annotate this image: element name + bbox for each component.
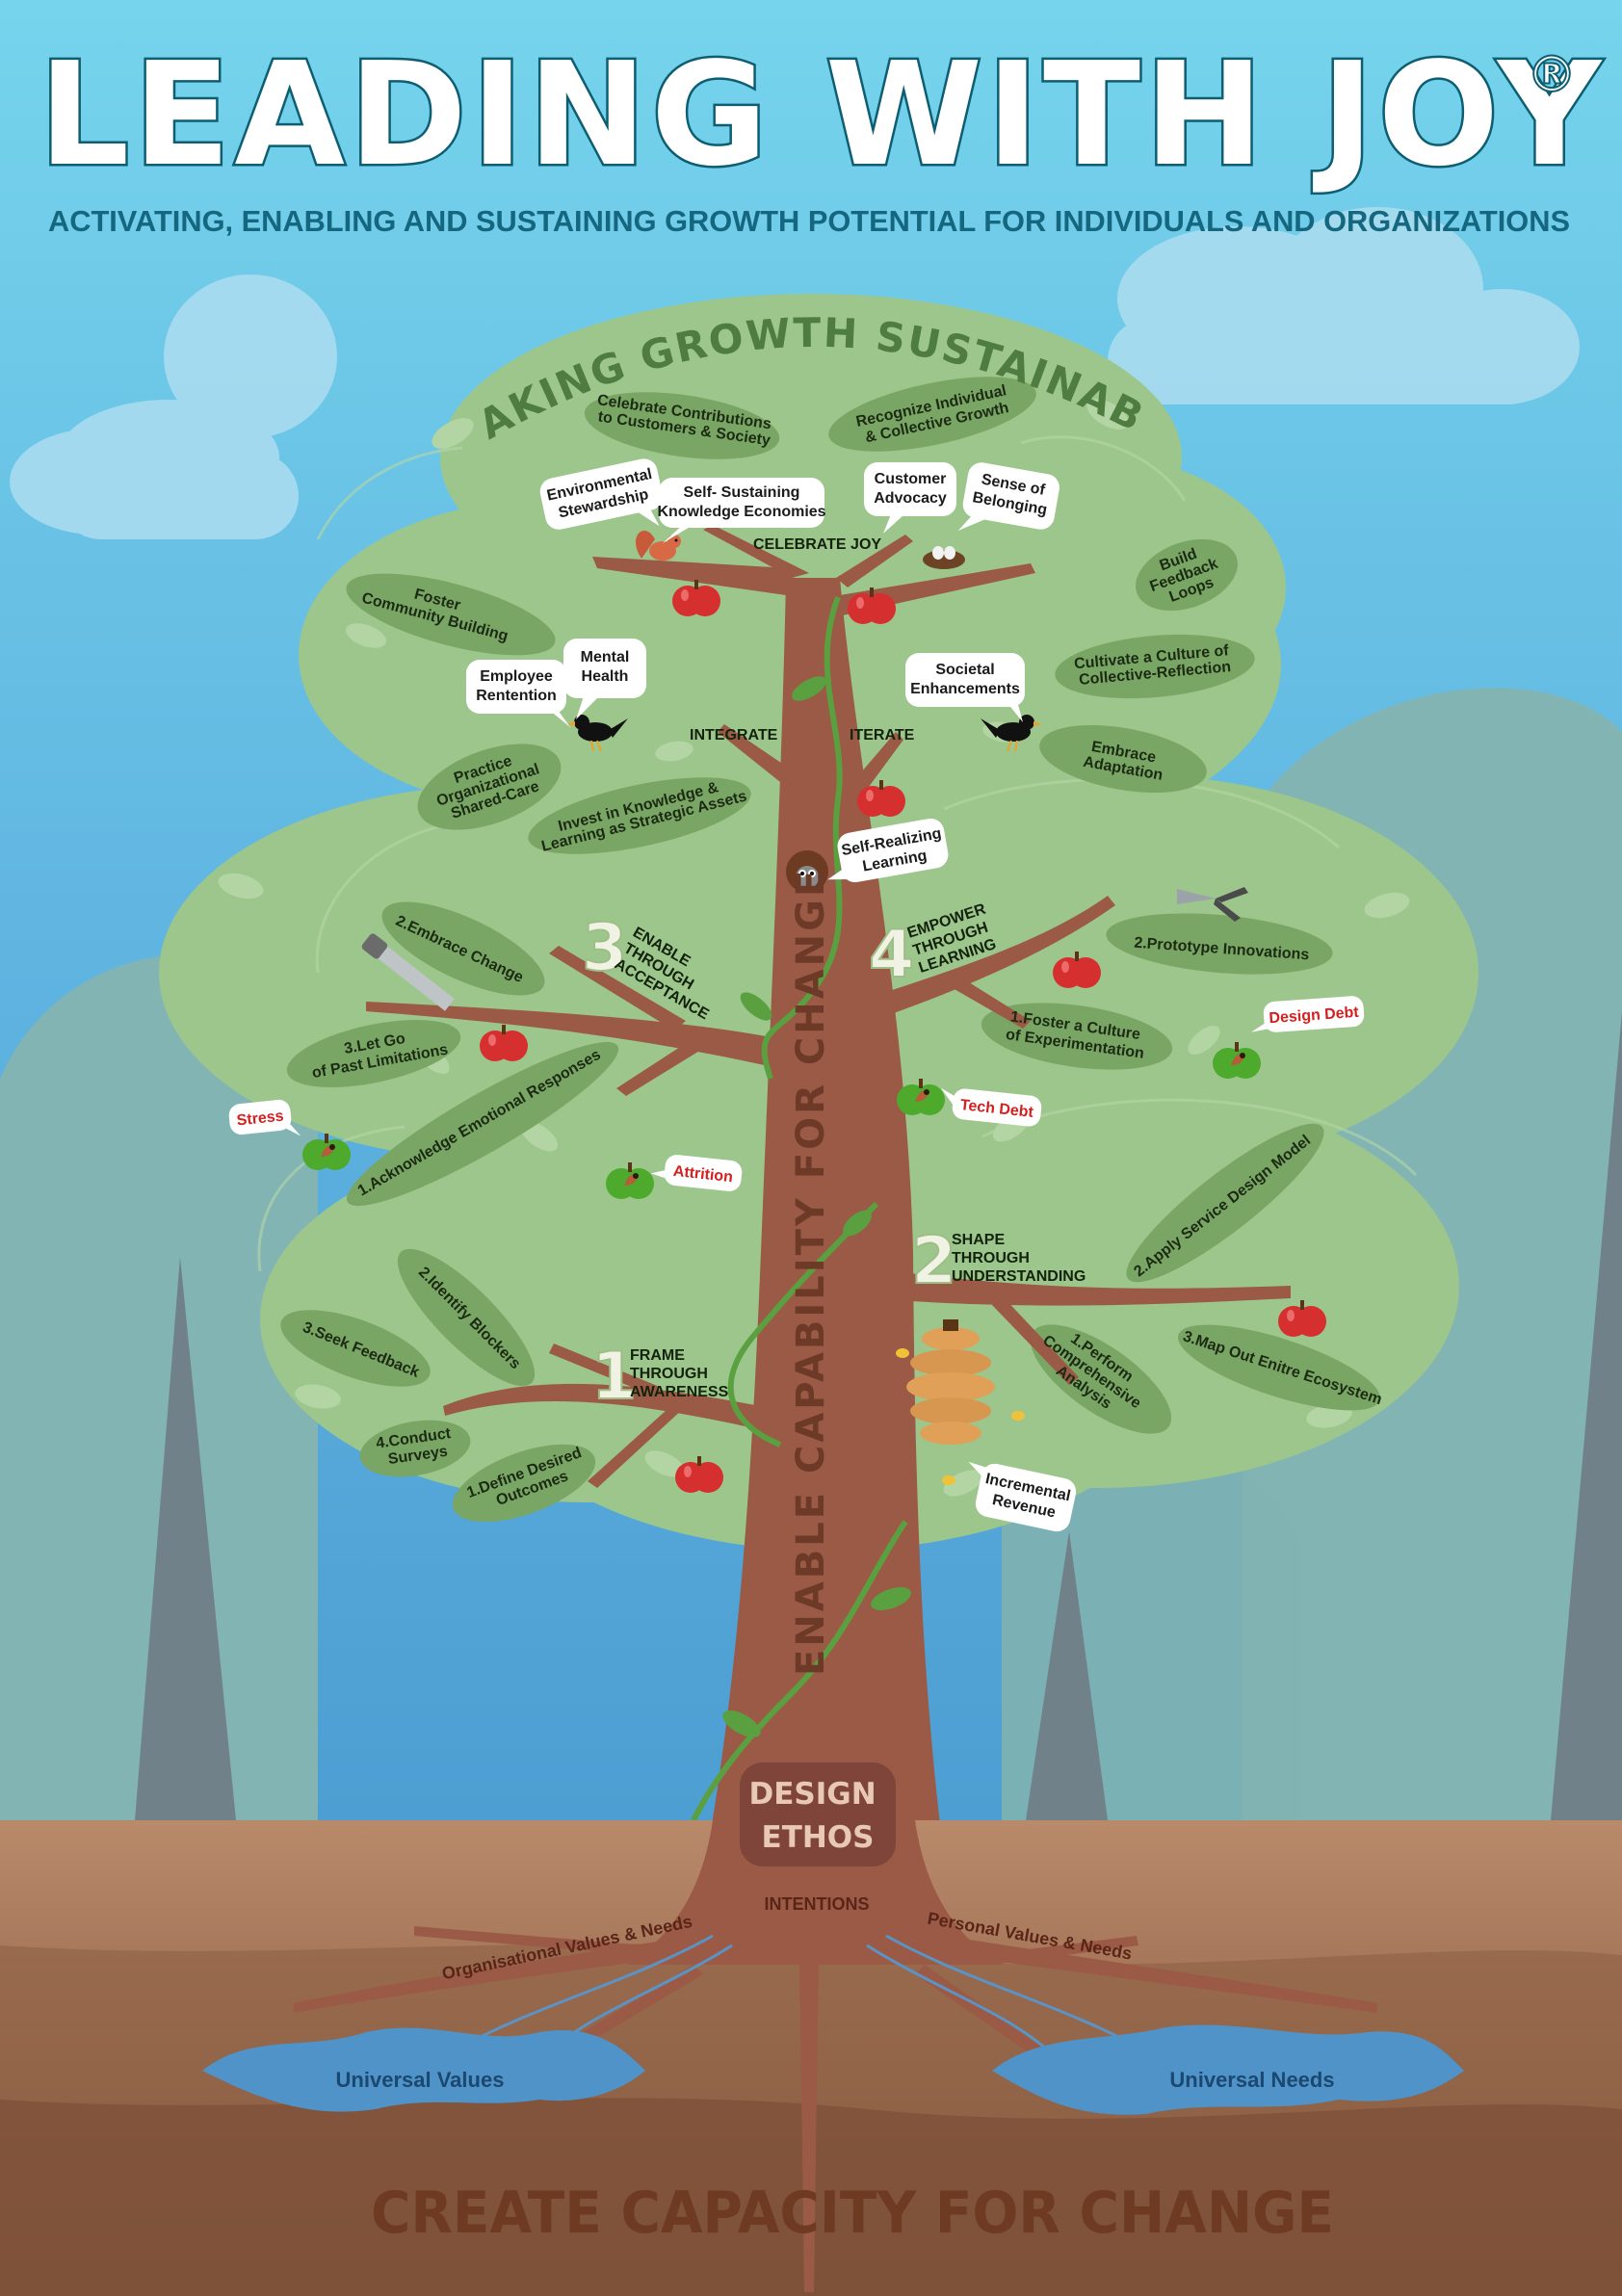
universal-values-label: Universal Values	[336, 2068, 505, 2092]
universal-values-pool	[202, 2027, 645, 2112]
bubble-sense-of-belonging: Sense ofBelonging	[957, 462, 1060, 531]
vine	[691, 595, 911, 1822]
svg-text:4: 4	[869, 917, 914, 993]
svg-text:2: 2	[911, 1223, 956, 1299]
owl-icon	[786, 850, 828, 893]
bottom-title: CREATE CAPACITY FOR CHANGE	[371, 2179, 1334, 2247]
intentions-label: INTENTIONS	[764, 1894, 869, 1914]
svg-text:FRAME THROUGH AWAR: FRAME THROUGH AWARENESS	[630, 1347, 729, 1400]
trunk-label: ENABLE CAPABILITY FOR CHANGE	[789, 868, 833, 1676]
bee-icons	[896, 1348, 1025, 1485]
squirrel-icon	[636, 530, 681, 561]
beehive-icon	[906, 1319, 995, 1445]
svg-text:3: 3	[582, 910, 627, 986]
bubble-stress: Stress	[228, 1099, 301, 1136]
tree-trunk	[366, 525, 1291, 1926]
bubble-tech-debt: Tech Debt	[940, 1087, 1042, 1127]
stage-2-label: 2 SHAPE THROUGH UNDERSTANDING	[910, 1222, 1086, 1300]
bubble-self-realizing-learning: Self-RealizingLearning	[827, 818, 949, 883]
svg-text:Design Debt: Design Debt	[1269, 1004, 1360, 1028]
svg-text:1: 1	[591, 1339, 637, 1415]
registered-mark: ®	[1527, 46, 1577, 104]
leaf-build-feedback-loops: Build Feedback Loops	[1142, 538, 1230, 611]
universal-needs-pool	[992, 2024, 1464, 2115]
design-ethos-label: DESIGN ETHOS	[749, 1777, 887, 1855]
iterate-label: ITERATE	[850, 727, 915, 744]
nest-icon	[923, 546, 965, 569]
svg-text:Stress: Stress	[236, 1108, 285, 1129]
bubble-design-debt: Design Debt	[1251, 996, 1365, 1032]
poster-subtitle: ACTIVATING, ENABLING AND SUSTAINING GROW…	[48, 204, 1570, 238]
celebrate-joy-label: CELEBRATE JOY	[753, 536, 881, 553]
stage-1-label: 1 FRAME THROUGH AWARENESS	[590, 1338, 729, 1416]
svg-text:SHAPE THROUGH UNDE: SHAPE THROUGH UNDERSTANDING	[952, 1232, 1086, 1285]
poster-title: LEADING WITH JOY	[39, 32, 1605, 197]
pruning-shears-icon	[1177, 887, 1248, 922]
saw-icon	[361, 933, 455, 1011]
svg-text:Attrition: Attrition	[672, 1163, 734, 1186]
design-ethos-badge	[740, 1762, 896, 1866]
cloud-left	[10, 274, 337, 539]
integrate-label: INTEGRATE	[690, 727, 778, 744]
bubble-attrition: Attrition	[650, 1155, 743, 1191]
cloud-right	[1108, 207, 1580, 404]
labelled-leaf-shapes	[280, 377, 1381, 1523]
universal-needs-label: Universal Needs	[1169, 2068, 1334, 2092]
